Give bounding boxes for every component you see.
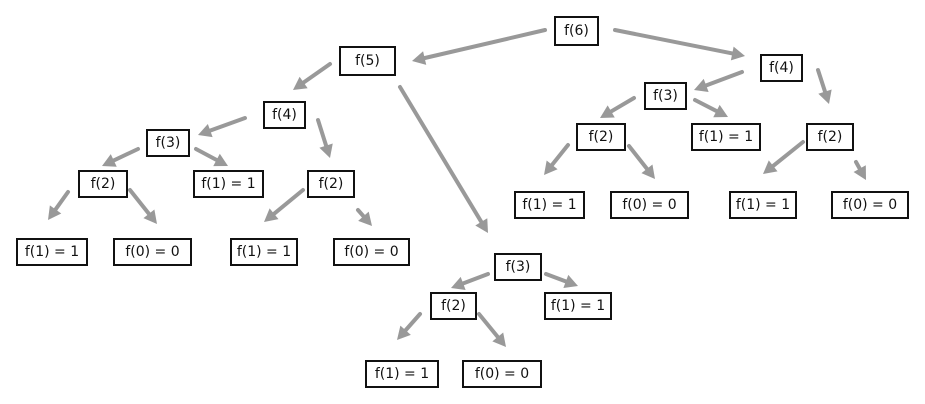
- arrow-shaft: [627, 144, 651, 173]
- arrow-edge: [397, 312, 422, 340]
- arrowhead: [475, 218, 488, 233]
- node-f3-left: f(3): [146, 129, 190, 157]
- node-f0-right-a: f(0) = 0: [610, 191, 689, 219]
- arrowhead: [563, 274, 578, 288]
- arrowhead: [319, 143, 333, 158]
- node-f2-right-b: f(2): [806, 123, 854, 151]
- arrowhead: [198, 123, 213, 138]
- arrow-edge: [816, 68, 832, 104]
- arrow-shaft: [300, 62, 332, 86]
- node-f6: f(6): [554, 16, 599, 46]
- node-f2-left-a: f(2): [78, 170, 128, 198]
- node-f1-left-b: f(1) = 1: [193, 170, 264, 198]
- arrow-shaft: [316, 118, 329, 150]
- arrow-shaft: [693, 98, 721, 114]
- arrow-edge: [451, 272, 490, 290]
- arrow-edge: [627, 144, 655, 179]
- node-f1-left-c: f(1) = 1: [230, 238, 298, 266]
- node-f4-right: f(4): [760, 54, 803, 82]
- arrowhead: [397, 325, 411, 340]
- arrow-shaft: [398, 85, 485, 226]
- arrowhead: [143, 209, 157, 224]
- node-f2-left-b: f(2): [307, 170, 355, 198]
- arrow-edge: [293, 62, 332, 90]
- arrowhead: [451, 276, 466, 290]
- arrow-shaft: [128, 188, 153, 218]
- arrow-edge: [128, 188, 157, 224]
- arrow-edge: [412, 28, 547, 65]
- arrowhead: [102, 154, 117, 167]
- arrowhead: [48, 205, 62, 220]
- arrow-edge: [763, 140, 805, 174]
- arrow-shaft: [206, 116, 247, 134]
- arrow-edge: [102, 147, 140, 167]
- arrow-edge: [693, 98, 728, 118]
- arrow-shaft: [270, 188, 305, 218]
- arrow-edge: [198, 116, 247, 138]
- arrow-edge: [194, 147, 228, 167]
- arrow-edge: [544, 143, 570, 175]
- node-f5: f(5): [339, 46, 396, 76]
- arrow-edge: [544, 272, 578, 288]
- node-f1-right-b: f(1) = 1: [514, 191, 585, 219]
- node-f2-right-a: f(2): [576, 123, 626, 151]
- arrow-edge: [600, 96, 636, 118]
- arrowhead: [853, 165, 866, 180]
- arrowhead: [694, 78, 709, 92]
- arrowhead: [641, 164, 655, 179]
- node-f1-mid-a: f(1) = 1: [544, 292, 612, 320]
- arrow-shaft: [402, 312, 422, 334]
- arrow-edge: [853, 160, 866, 180]
- arrow-edge: [264, 188, 305, 222]
- arrow-shaft: [613, 28, 737, 56]
- node-f3-right: f(3): [644, 82, 687, 110]
- arrowhead: [544, 160, 558, 175]
- arrowhead: [293, 76, 308, 90]
- arrow-shaft: [194, 147, 221, 163]
- arrow-edge: [398, 85, 488, 233]
- arrow-shaft: [548, 143, 570, 169]
- arrow-edge: [477, 312, 506, 347]
- node-f3-mid: f(3): [494, 253, 542, 281]
- node-f1-right-a: f(1) = 1: [691, 123, 761, 151]
- arrow-shaft: [109, 147, 140, 164]
- arrow-shaft: [52, 190, 70, 214]
- arrow-edge: [48, 190, 70, 220]
- arrowhead: [763, 160, 778, 174]
- arrow-shaft: [607, 96, 636, 115]
- arrow-shaft: [420, 28, 547, 61]
- arrow-shaft: [816, 68, 828, 96]
- arrow-shaft: [769, 140, 805, 170]
- arrow-shaft: [459, 272, 490, 287]
- arrow-edge: [356, 208, 372, 226]
- node-f0-mid: f(0) = 0: [462, 360, 542, 388]
- arrowhead: [358, 211, 372, 226]
- arrowhead: [600, 105, 615, 118]
- arrowhead: [412, 51, 427, 65]
- arrow-shaft: [544, 272, 570, 285]
- arrow-edge: [694, 70, 744, 92]
- node-f0-left-a: f(0) = 0: [113, 238, 192, 266]
- arrowhead: [213, 153, 228, 167]
- arrow-shaft: [477, 312, 502, 341]
- arrowhead: [818, 89, 832, 104]
- node-f1-left-a: f(1) = 1: [16, 238, 88, 266]
- arrow-edge: [316, 118, 333, 158]
- arrowhead: [264, 208, 279, 222]
- arrowhead: [730, 46, 745, 61]
- arrow-edge: [613, 28, 745, 61]
- node-f0-left-b: f(0) = 0: [333, 238, 410, 266]
- node-f2-mid: f(2): [430, 292, 477, 320]
- node-f4-left: f(4): [263, 101, 306, 129]
- arrowhead: [713, 104, 728, 118]
- node-f0-right-b: f(0) = 0: [831, 191, 909, 219]
- arrow-shaft: [702, 70, 744, 89]
- node-f1-right-c: f(1) = 1: [729, 191, 797, 219]
- arrowhead: [492, 332, 506, 347]
- node-f1-mid-b: f(1) = 1: [365, 360, 439, 388]
